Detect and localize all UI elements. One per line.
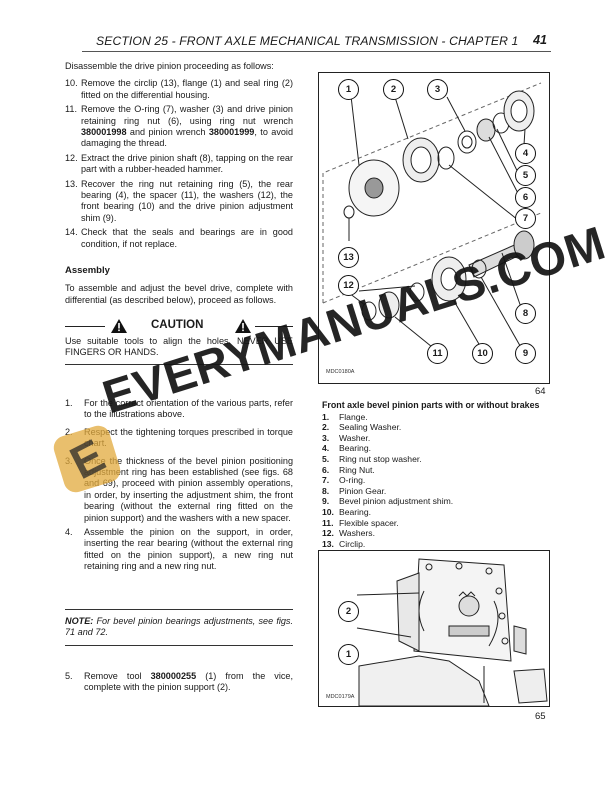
tool-number: 380001999 bbox=[208, 127, 255, 138]
figure-code: MDC0180A bbox=[326, 369, 355, 375]
step-13: 13. Recover the ring nut retaining ring … bbox=[65, 178, 293, 223]
callout-10: 10 bbox=[472, 343, 493, 364]
warning-triangle-icon bbox=[235, 319, 251, 333]
assembly-step-1: 1. For the correct orientation of the va… bbox=[65, 398, 293, 420]
assembly-step-5: 5. Remove tool 380000255 (1) from the vi… bbox=[65, 671, 293, 693]
figure-65-pinion-support: 2 1 MDC0179A bbox=[318, 550, 550, 707]
note-label: NOTE: bbox=[65, 616, 94, 626]
section-title: SECTION 25 - FRONT AXLE MECHANICAL TRANS… bbox=[96, 34, 519, 48]
caution-label: CAUTION bbox=[151, 319, 204, 331]
note-block: NOTE: For bevel pinion bearings adjustme… bbox=[65, 616, 293, 639]
callout-1: 1 bbox=[338, 79, 359, 100]
figure-code: MDC0179A bbox=[326, 694, 355, 700]
tool-number: 380000255 bbox=[150, 671, 197, 681]
figure-number: 64 bbox=[535, 386, 546, 397]
assembly-step-5-block: 5. Remove tool 380000255 (1) from the vi… bbox=[65, 671, 293, 694]
callout-2: 2 bbox=[383, 79, 404, 100]
callout-5: 5 bbox=[515, 165, 536, 186]
page-header: SECTION 25 - FRONT AXLE MECHANICAL TRANS… bbox=[82, 33, 551, 52]
callout-3: 3 bbox=[427, 79, 448, 100]
callout-8: 8 bbox=[515, 303, 536, 324]
legend-item: 4.Bearing. bbox=[322, 443, 372, 454]
step-11: 11. Remove the O-ring (7), washer (3) an… bbox=[65, 104, 293, 149]
step-14: 14. Check that the seals and bearings ar… bbox=[65, 227, 293, 249]
disassembly-section: Disassemble the drive pinion proceeding … bbox=[65, 61, 293, 253]
callout-13: 13 bbox=[338, 247, 359, 268]
callout-1: 1 bbox=[338, 644, 359, 665]
callout-2: 2 bbox=[338, 601, 359, 622]
legend-title: Front axle bevel pinion parts with or wi… bbox=[322, 400, 540, 410]
divider bbox=[65, 364, 293, 365]
divider bbox=[65, 609, 293, 610]
figure-number: 65 bbox=[535, 711, 546, 722]
pinion-exploded-diagram bbox=[322, 82, 542, 352]
callout-12: 12 bbox=[338, 275, 359, 296]
legend-item: 6.Ring Nut. bbox=[322, 464, 375, 475]
page-number: 41 bbox=[533, 33, 547, 47]
callout-4: 4 bbox=[515, 143, 536, 164]
assembly-section: Assembly To assemble and adjust the beve… bbox=[65, 265, 293, 306]
legend-item: 11.Flexible spacer. bbox=[322, 517, 399, 528]
tool-number: 380001998 bbox=[81, 127, 127, 138]
assembly-intro: To assemble and adjust the bevel drive, … bbox=[65, 283, 293, 305]
legend-item: 7.O-ring. bbox=[322, 475, 366, 486]
callout-11: 11 bbox=[427, 343, 448, 364]
callout-9: 9 bbox=[515, 343, 536, 364]
pinion-support-diagram bbox=[356, 558, 548, 706]
legend-item: 10.Bearing. bbox=[322, 506, 372, 517]
caution-text: Use suitable tools to align the holes. N… bbox=[65, 336, 293, 358]
callout-6: 6 bbox=[515, 187, 536, 208]
step-10: 10. Remove the circlip (13), flange (1) … bbox=[65, 78, 293, 100]
legend-item: 8.Pinion Gear. bbox=[322, 485, 387, 496]
caution-text-block: Use suitable tools to align the holes. N… bbox=[65, 336, 293, 359]
figure-64-exploded-view: 1 2 3 4 5 6 7 8 9 10 11 12 13 MDC0180A bbox=[318, 72, 550, 384]
legend-item: 3.Washer. bbox=[322, 432, 371, 443]
legend-item: 1.Flange. bbox=[322, 411, 368, 422]
assembly-heading: Assembly bbox=[65, 265, 110, 276]
warning-triangle-icon bbox=[111, 319, 127, 333]
caution-banner: CAUTION bbox=[65, 318, 293, 334]
callout-7: 7 bbox=[515, 208, 536, 229]
divider bbox=[65, 326, 105, 327]
assembly-steps: 1. For the correct orientation of the va… bbox=[65, 398, 293, 573]
parts-legend: Front axle bevel pinion parts with or wi… bbox=[322, 400, 562, 549]
legend-item: 2.Sealing Washer. bbox=[322, 422, 402, 433]
legend-item: 9.Bevel pinion adjustment shim. bbox=[322, 496, 454, 507]
assembly-step-4: 4. Assemble the pinion on the support, i… bbox=[65, 527, 293, 572]
step-12: 12. Extract the drive pinion shaft (8), … bbox=[65, 152, 293, 175]
divider bbox=[255, 326, 293, 327]
legend-item: 13.Circlip. bbox=[322, 538, 366, 549]
disassembly-intro: Disassemble the drive pinion proceeding … bbox=[65, 61, 274, 71]
legend-item: 5.Ring nut stop washer. bbox=[322, 453, 422, 464]
note-text: For bevel pinion bearings adjustments, s… bbox=[65, 616, 293, 638]
legend-item: 12.Washers. bbox=[322, 528, 375, 539]
divider bbox=[65, 645, 293, 646]
